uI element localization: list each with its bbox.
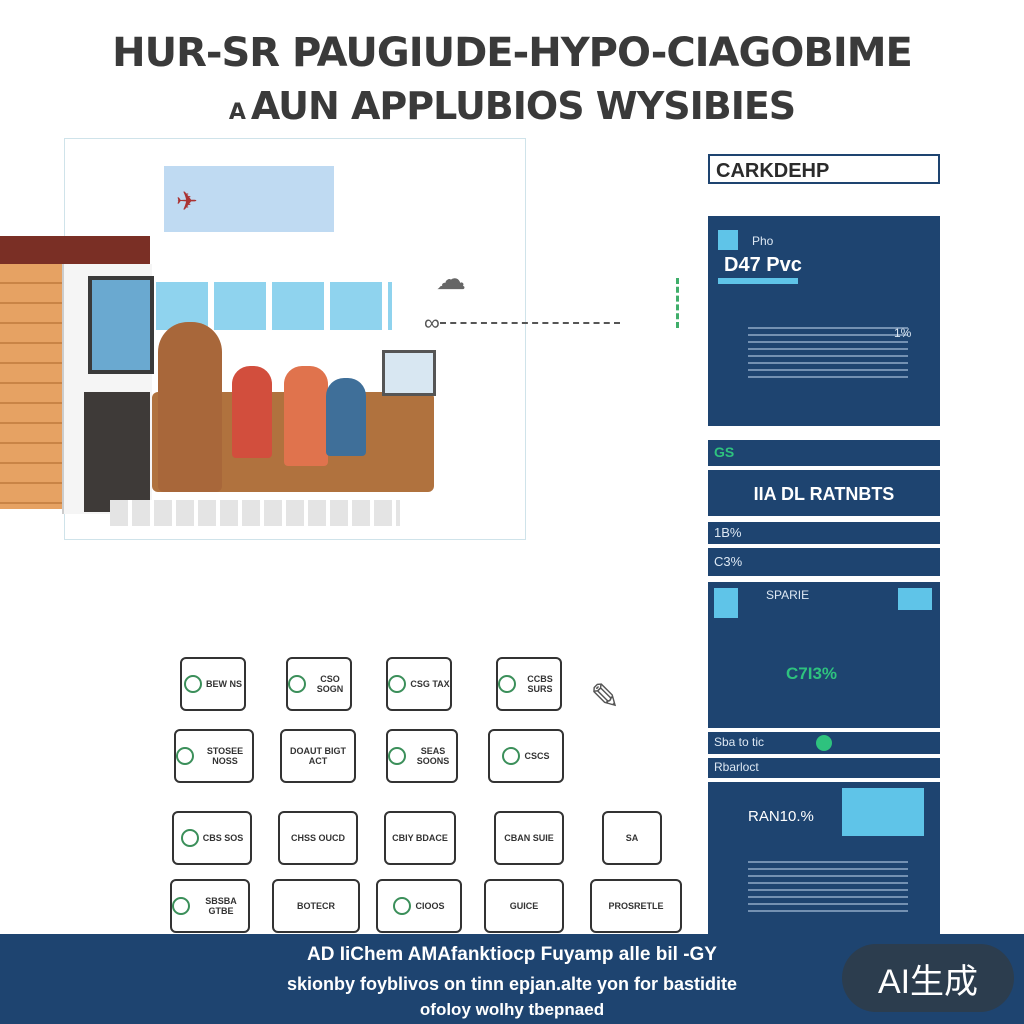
subtitle-text: AUN APPLUBIOS WYSIBIES	[250, 84, 796, 128]
panel-summary-bottom: RAN10.%	[708, 782, 940, 934]
feature-card[interactable]: DOAUT BIGT ACT	[280, 729, 356, 783]
wall-poster	[164, 166, 334, 232]
panel-metric: SPARIE C7I3%	[708, 582, 940, 728]
panel-ratings-header: IIA DL RATNBTS	[708, 470, 940, 516]
square-icon	[718, 230, 738, 250]
page-title: HUR-SR PAUGIUDE-HYPO-CIAGOBIME	[112, 30, 913, 76]
footer-line: AD IiChem AMAfanktiocp Fuyamp alle bil -…	[307, 944, 717, 965]
feature-card[interactable]: CSG TAX	[386, 657, 452, 711]
status-dot	[816, 735, 832, 751]
person-figure	[232, 366, 272, 458]
floor	[110, 500, 400, 526]
footer-line: ofoloy wolhy tbepnaed	[419, 1000, 605, 1019]
feature-icon	[172, 897, 190, 915]
subtitle-prefix: A	[228, 100, 246, 125]
green-connector	[616, 278, 679, 328]
summary-percent: 1%	[894, 326, 912, 340]
image-thumb	[842, 788, 924, 836]
feature-card[interactable]: BOTECR	[272, 879, 360, 933]
feature-icon	[180, 829, 199, 847]
tv-screen	[382, 350, 436, 396]
person-figure	[284, 366, 328, 466]
ratings-title: IIA DL RATNBTS	[753, 484, 895, 504]
feature-card[interactable]: CBIY BDACE	[384, 811, 456, 865]
summary-label: Pho	[752, 234, 774, 248]
house-roof	[0, 236, 150, 264]
feature-icon	[388, 747, 406, 765]
feature-card[interactable]: SBSBA GTBE	[170, 879, 250, 933]
chart-thumb	[898, 588, 932, 610]
ratings-row-label: C3%	[714, 554, 743, 569]
feature-card[interactable]: SEAS SOONS	[386, 729, 458, 783]
feature-card[interactable]: CCBS SURS	[496, 657, 562, 711]
dashboard-title: CARKDEHP	[708, 154, 940, 184]
house-panel	[84, 392, 150, 512]
ratings-row[interactable]: C3%	[708, 548, 940, 576]
feature-card[interactable]: CBS SOS	[172, 811, 252, 865]
feature-icon	[388, 675, 407, 693]
link-icon: ∞	[424, 310, 440, 335]
text-lines	[748, 322, 908, 378]
panel-tag-row: GS	[708, 440, 940, 466]
feature-icon	[184, 675, 202, 693]
feature-icon	[176, 747, 194, 765]
feature-card[interactable]: GUICE	[484, 879, 564, 933]
dashed-connector	[440, 322, 620, 330]
feature-icon	[502, 747, 521, 765]
feature-card[interactable]: BEW NS	[180, 657, 246, 711]
metric-label: SPARIE	[766, 588, 810, 602]
feature-grid: BEW NS CSO SOGN CSG TAX CCBS SURS STOSEE…	[170, 655, 690, 935]
bottom-value: RAN10.%	[748, 808, 814, 825]
device-icon	[714, 588, 738, 618]
panel-summary: Pho D47 Pvc 1%	[708, 216, 940, 426]
ratings-row[interactable]: 1B%	[708, 522, 940, 544]
text-lines	[748, 856, 908, 916]
ai-generated-badge: AI生成	[842, 944, 1014, 1012]
house-window	[88, 276, 154, 374]
feature-card[interactable]: PROSRETLE	[590, 879, 682, 933]
status-row-label: Rbarloct	[714, 760, 759, 774]
person-figure	[158, 322, 222, 492]
feature-card[interactable]: STOSEE NOSS	[174, 729, 254, 783]
cloud-icon: ☁	[436, 263, 466, 296]
feature-card[interactable]: CHSS OUCD	[278, 811, 358, 865]
person-figure	[326, 378, 366, 456]
feature-card[interactable]: CSO SOGN	[286, 657, 352, 711]
status-row[interactable]: Rbarloct	[708, 758, 940, 778]
feature-card[interactable]: CIOOS	[376, 879, 462, 933]
feature-icon	[393, 897, 412, 915]
feature-icon	[288, 675, 306, 693]
progress-line	[718, 278, 798, 284]
feature-icon	[498, 675, 516, 693]
dashboard-panel: CARKDEHP Pho D47 Pvc 1% GS IIA DL RATNBT…	[708, 154, 940, 934]
summary-value: D47 Pvc	[724, 254, 802, 276]
tag-label: GS	[714, 444, 735, 460]
feature-card[interactable]: SA	[602, 811, 662, 865]
status-row[interactable]: Sba to tic	[708, 732, 940, 754]
ratings-row-label: 1B%	[714, 525, 742, 540]
footer-line: skionby foyblivos on tinn epjan.alte yon…	[286, 974, 738, 994]
feature-card[interactable]: CSCS	[488, 729, 564, 783]
doodle-icon: ✎	[590, 676, 621, 717]
metric-value: C7I3%	[786, 664, 838, 683]
feature-card[interactable]: CBAN SUIE	[494, 811, 564, 865]
status-row-label: Sba to tic	[714, 735, 765, 749]
house-wall	[0, 264, 62, 509]
plane-icon: ✈	[176, 186, 198, 216]
